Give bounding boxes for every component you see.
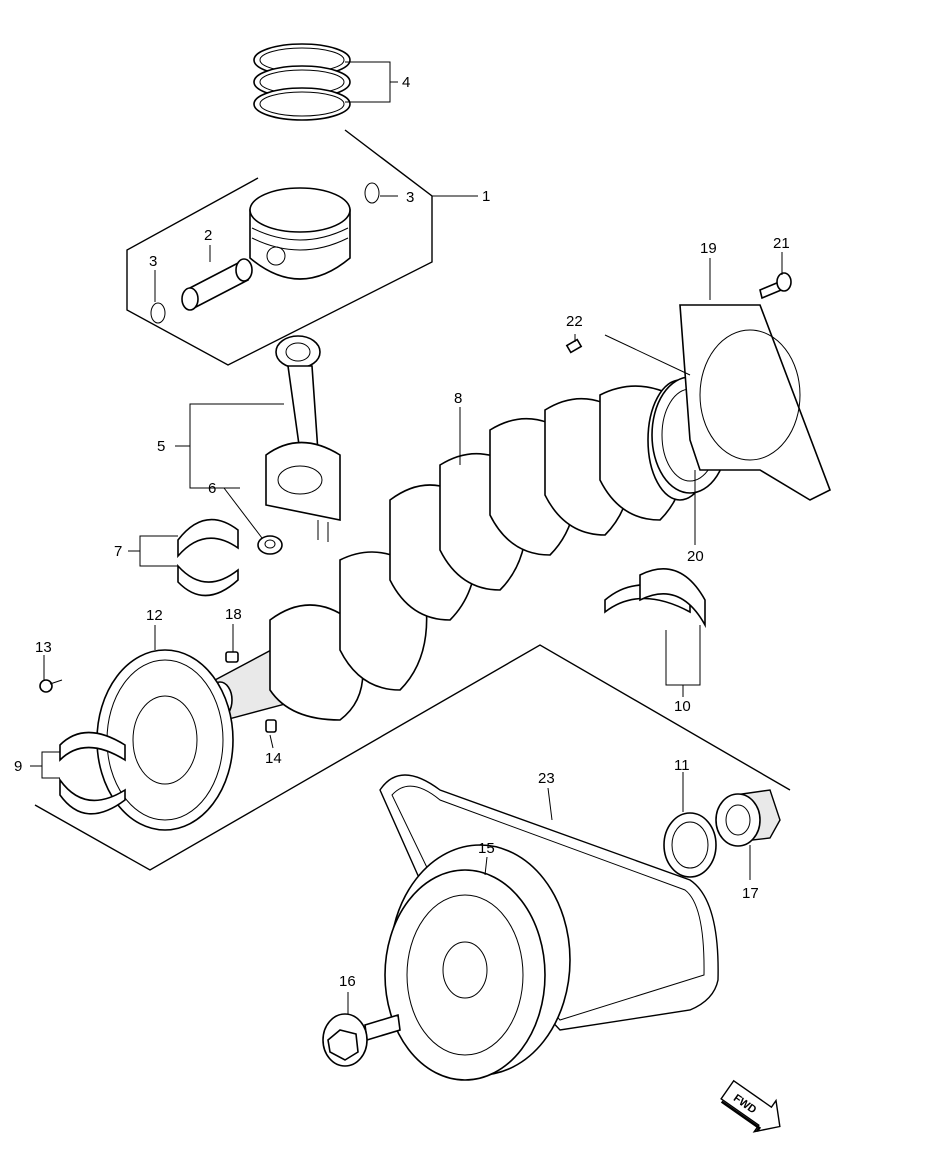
callout-22: 22 <box>566 313 583 330</box>
callout-18: 18 <box>225 606 242 623</box>
callout-5: 5 <box>157 438 165 455</box>
callout-20: 20 <box>687 548 704 565</box>
oil-seal-housing <box>679 304 832 501</box>
circlip-right <box>364 182 380 204</box>
key <box>265 719 277 733</box>
callout-11: 11 <box>674 757 690 774</box>
pulley-bolt <box>322 1013 401 1067</box>
crankshaft-group-outline <box>34 644 791 871</box>
fwd-arrow-icon: FWD <box>720 1079 781 1133</box>
drive-belt <box>379 774 719 1031</box>
oil-pump-gear <box>715 789 781 847</box>
callout-6: 6 <box>208 480 216 497</box>
dowel-pin <box>565 338 583 354</box>
callout-15: 15 <box>478 840 495 857</box>
callout-9: 9 <box>14 758 22 775</box>
thrust-bearings <box>604 568 706 629</box>
front-oil-seal <box>663 812 717 878</box>
piston-rings <box>253 43 351 121</box>
callout-labels: 1 2 3 3 4 5 6 7 8 9 10 11 12 13 14 15 16… <box>14 74 790 990</box>
callout-17: 17 <box>742 885 759 902</box>
piston-pin <box>181 258 253 311</box>
callout-3-right: 3 <box>406 189 414 206</box>
callout-7: 7 <box>114 543 122 560</box>
callout-8: 8 <box>454 390 462 407</box>
callout-14: 14 <box>265 750 282 767</box>
crank-pulley <box>384 844 571 1081</box>
connecting-rod <box>265 335 341 542</box>
callout-4: 4 <box>402 74 410 91</box>
piston <box>249 187 351 280</box>
main-bearings <box>59 731 126 815</box>
rod-nut <box>257 535 283 555</box>
callout-23: 23 <box>538 770 555 787</box>
rod-bearings <box>177 518 239 597</box>
callout-10: 10 <box>674 698 691 715</box>
callout-16: 16 <box>339 973 356 990</box>
leader-lines <box>30 61 783 1014</box>
callout-2: 2 <box>204 227 212 244</box>
callout-21: 21 <box>773 235 790 252</box>
callout-19: 19 <box>700 240 717 257</box>
housing-bolt <box>759 272 792 300</box>
crank-key <box>225 651 239 663</box>
callout-13: 13 <box>35 639 52 656</box>
callout-12: 12 <box>146 607 163 624</box>
callout-3-left: 3 <box>149 253 157 270</box>
circlip-left <box>150 302 166 324</box>
sprocket-bolt <box>39 679 63 693</box>
callout-1: 1 <box>482 188 490 205</box>
